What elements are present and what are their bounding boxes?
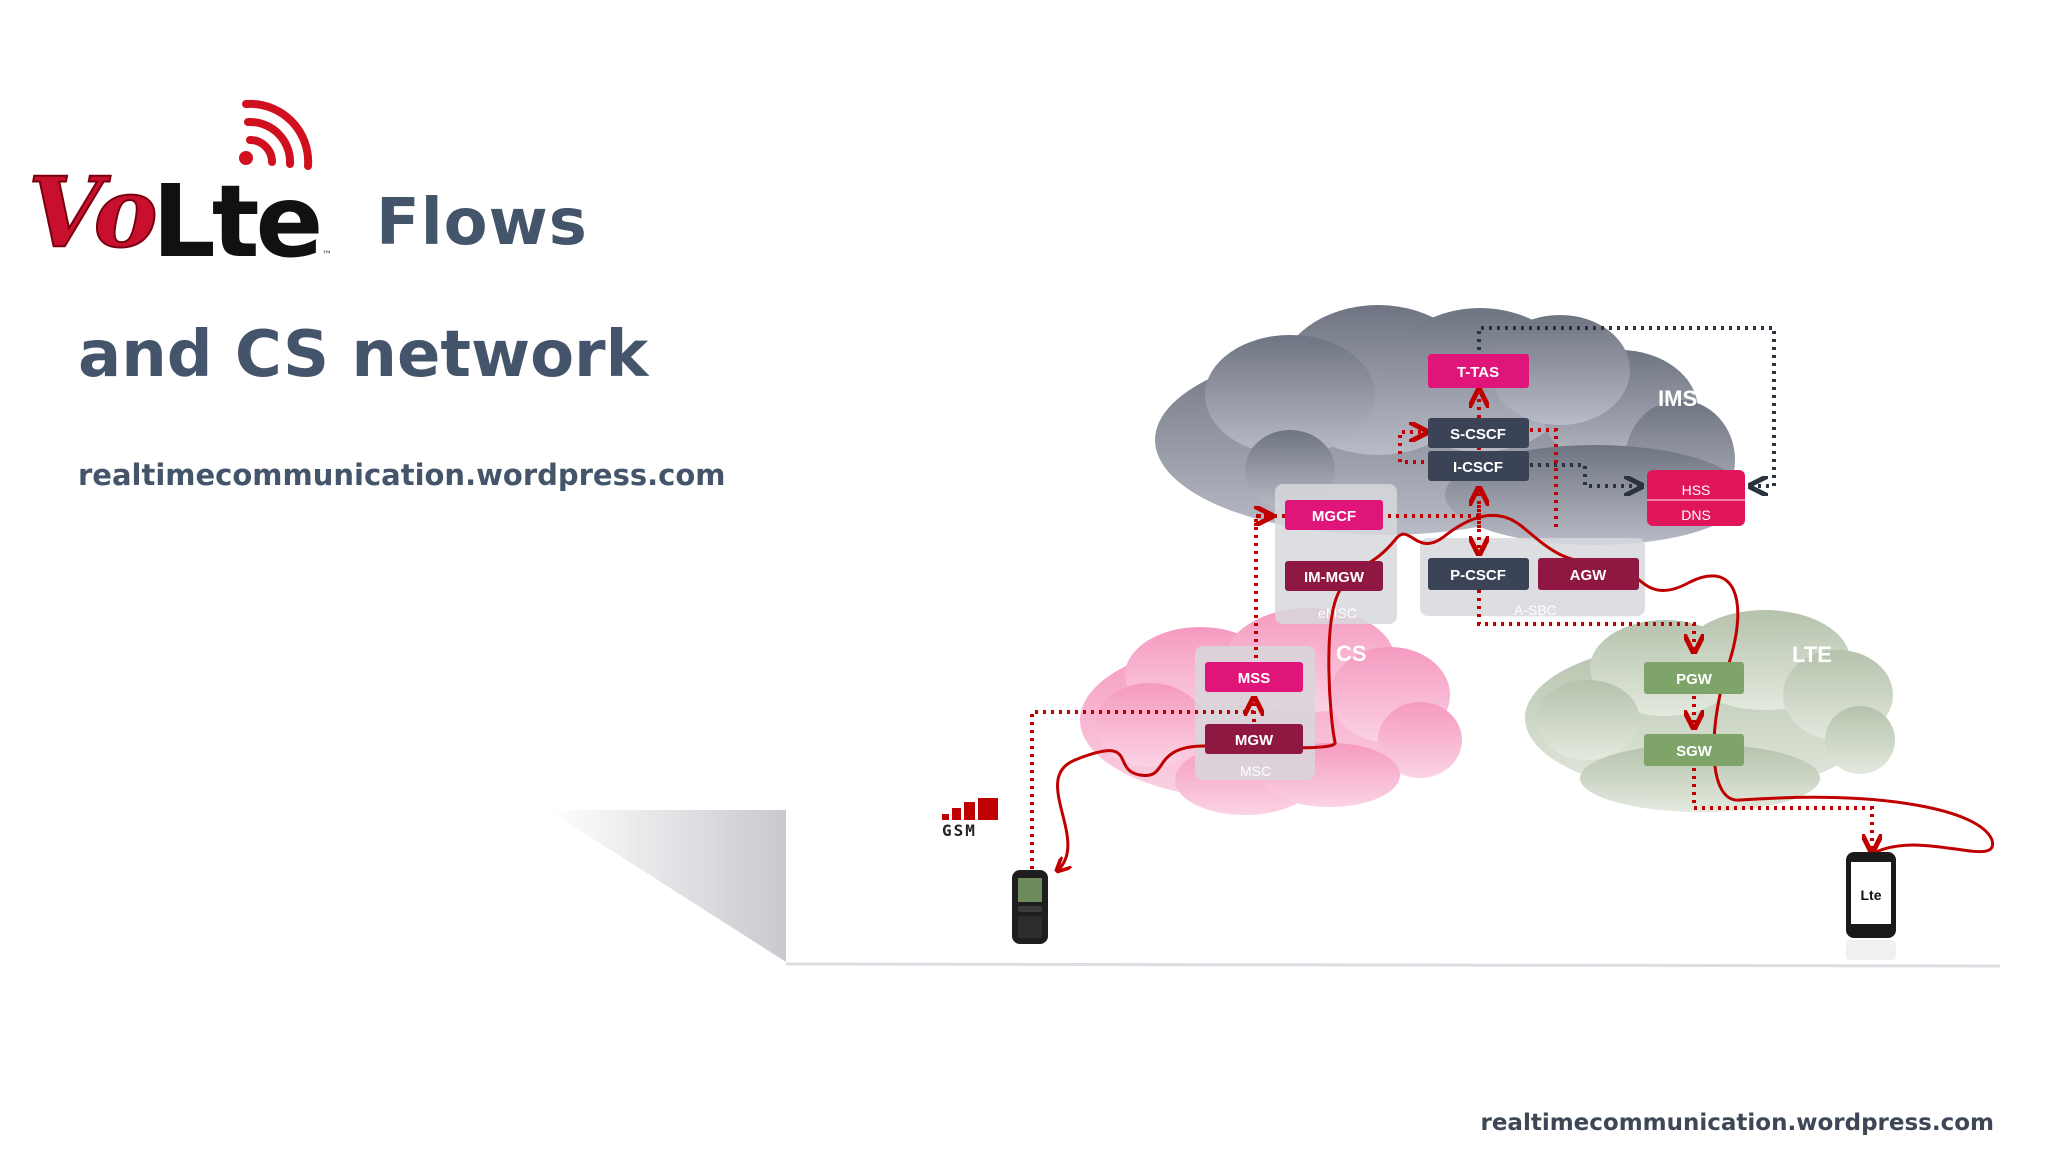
sgw-node[interactable]: SGW	[1644, 734, 1744, 766]
svg-text:GSM: GSM	[942, 821, 977, 840]
svg-text:Lte: Lte	[1861, 887, 1882, 903]
lte-phone-icon: Lte	[1846, 852, 1896, 960]
svg-text:MGW: MGW	[1235, 732, 1274, 749]
mgcf-node[interactable]: MGCF	[1285, 500, 1383, 530]
signal-waves-icon	[242, 99, 313, 170]
media-path	[1058, 513, 1994, 870]
pgw-node[interactable]: PGW	[1644, 662, 1744, 694]
msc-label: MSC	[1240, 763, 1271, 779]
svg-text:I-CSCF: I-CSCF	[1453, 459, 1503, 476]
cs-cloud-label: CS	[1336, 641, 1367, 666]
svg-text:IM-MGW: IM-MGW	[1304, 569, 1365, 586]
asbc-label: A-SBC	[1514, 602, 1557, 618]
gsm-logo: GSM	[942, 798, 998, 840]
mss-node[interactable]: MSS	[1205, 662, 1303, 692]
hss-dns-node[interactable]: HSS DNS	[1647, 470, 1745, 526]
svg-text:Vo: Vo	[28, 156, 158, 269]
svg-text:AGW: AGW	[1570, 567, 1608, 584]
title-cs-network: and CS network	[78, 318, 649, 392]
lte-cloud-label: LTE	[1792, 642, 1832, 667]
ims-cloud-label: IMS	[1658, 386, 1697, 411]
title-flows: Flows	[376, 186, 588, 260]
agw-node[interactable]: AGW	[1538, 558, 1639, 590]
svg-text:MSS: MSS	[1238, 670, 1271, 687]
svg-text:T-TAS: T-TAS	[1457, 364, 1499, 381]
hss-query-paths	[1477, 326, 1776, 486]
subtitle-url: realtimecommunication.wordpress.com	[78, 458, 726, 492]
footer-url: realtimecommunication.wordpress.com	[1480, 1110, 1994, 1136]
svg-text:™: ™	[322, 250, 332, 261]
ims-cloud	[1155, 305, 1745, 545]
svg-text:P-CSCF: P-CSCF	[1450, 567, 1506, 584]
dns-label: DNS	[1681, 507, 1711, 523]
ttas-node[interactable]: T-TAS	[1428, 354, 1529, 388]
immgw-node[interactable]: IM-MGW	[1285, 561, 1383, 591]
pcscf-node[interactable]: P-CSCF	[1428, 558, 1529, 590]
gsm-phone-icon	[1012, 870, 1048, 944]
icscf-node[interactable]: I-CSCF	[1428, 451, 1529, 481]
svg-text:MGCF: MGCF	[1312, 508, 1356, 525]
svg-text:PGW: PGW	[1676, 671, 1713, 688]
svg-text:Lte: Lte	[152, 163, 319, 280]
signaling-paths	[1030, 392, 1872, 870]
svg-text:SGW: SGW	[1676, 743, 1713, 760]
scscf-node[interactable]: S-CSCF	[1428, 418, 1529, 448]
hss-label: HSS	[1682, 482, 1711, 498]
lte-cloud	[1525, 610, 1895, 812]
mgw-node[interactable]: MGW	[1205, 724, 1303, 754]
page-shadow	[548, 810, 786, 962]
svg-text:S-CSCF: S-CSCF	[1450, 426, 1506, 443]
asbc-group	[1420, 538, 1645, 616]
emsc-label: eMSC	[1318, 605, 1357, 621]
volte-logo: Vo Lte ™	[27, 99, 332, 280]
